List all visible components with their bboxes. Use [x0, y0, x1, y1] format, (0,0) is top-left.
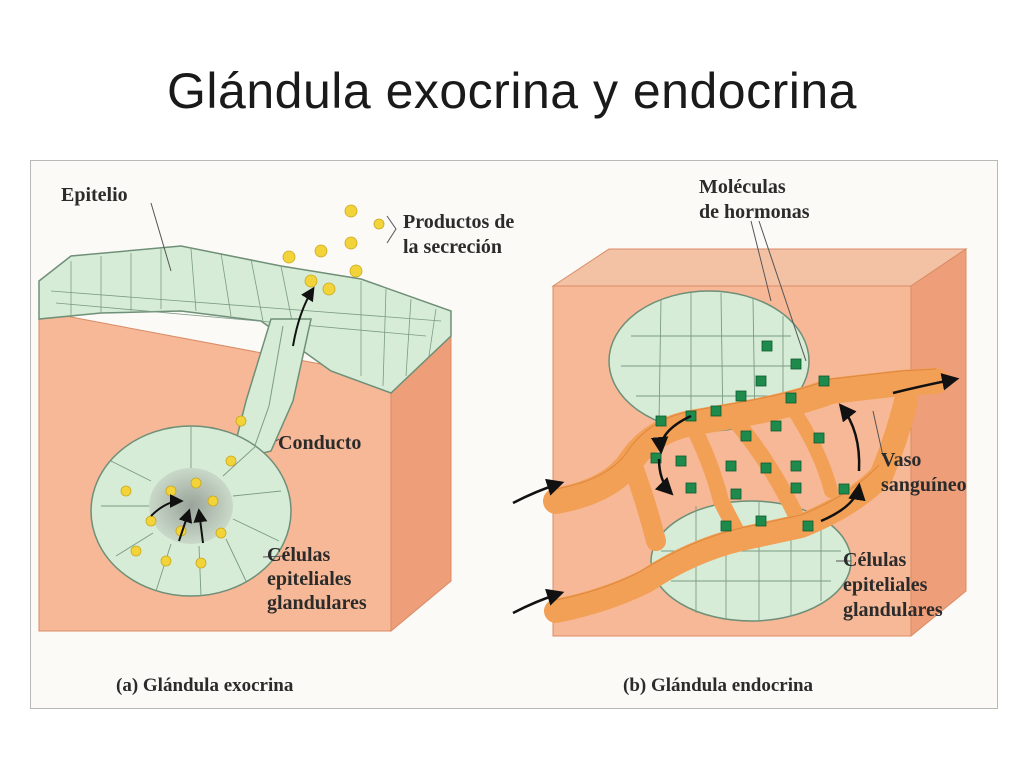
- gland-figure: Epitelio Productos de la secreción Condu…: [30, 160, 998, 709]
- label-celulas-a-1: Células: [267, 544, 331, 566]
- endocrine-panel: Moléculas de hormonas Vaso sanguíneo Cél…: [512, 176, 968, 696]
- label-vaso-1: Vaso: [881, 449, 921, 471]
- label-moleculas-1: Moléculas: [699, 176, 786, 198]
- label-epitelio: Epitelio: [61, 184, 128, 206]
- label-moleculas-2: de hormonas: [699, 201, 810, 223]
- label-vaso-2: sanguíneo: [881, 474, 967, 496]
- blood-vessel: [543, 368, 949, 623]
- slide-title: Glándula exocrina y endocrina: [167, 63, 857, 119]
- secretion-droplets: [120, 204, 385, 569]
- caption-endocrine: (b) Glándula endocrina: [623, 675, 814, 696]
- label-productos-2: la secreción: [403, 236, 502, 258]
- exocrine-panel: Epitelio Productos de la secreción Condu…: [38, 184, 514, 696]
- epithelium-sheet: [38, 245, 452, 394]
- label-celulas-b-3: glandulares: [843, 599, 943, 621]
- hormone-molecules: [650, 340, 850, 532]
- label-celulas-a-3: glandulares: [267, 592, 367, 614]
- label-celulas-a-2: epiteliales: [267, 568, 352, 590]
- tissue-block-side-b: [910, 248, 967, 638]
- label-conducto: Conducto: [278, 432, 361, 454]
- caption-exocrine: (a) Glándula exocrina: [116, 675, 294, 696]
- label-productos-1: Productos de: [403, 211, 514, 233]
- duct: [229, 318, 312, 463]
- label-celulas-b-2: epiteliales: [843, 574, 928, 596]
- label-celulas-b-1: Células: [843, 549, 907, 571]
